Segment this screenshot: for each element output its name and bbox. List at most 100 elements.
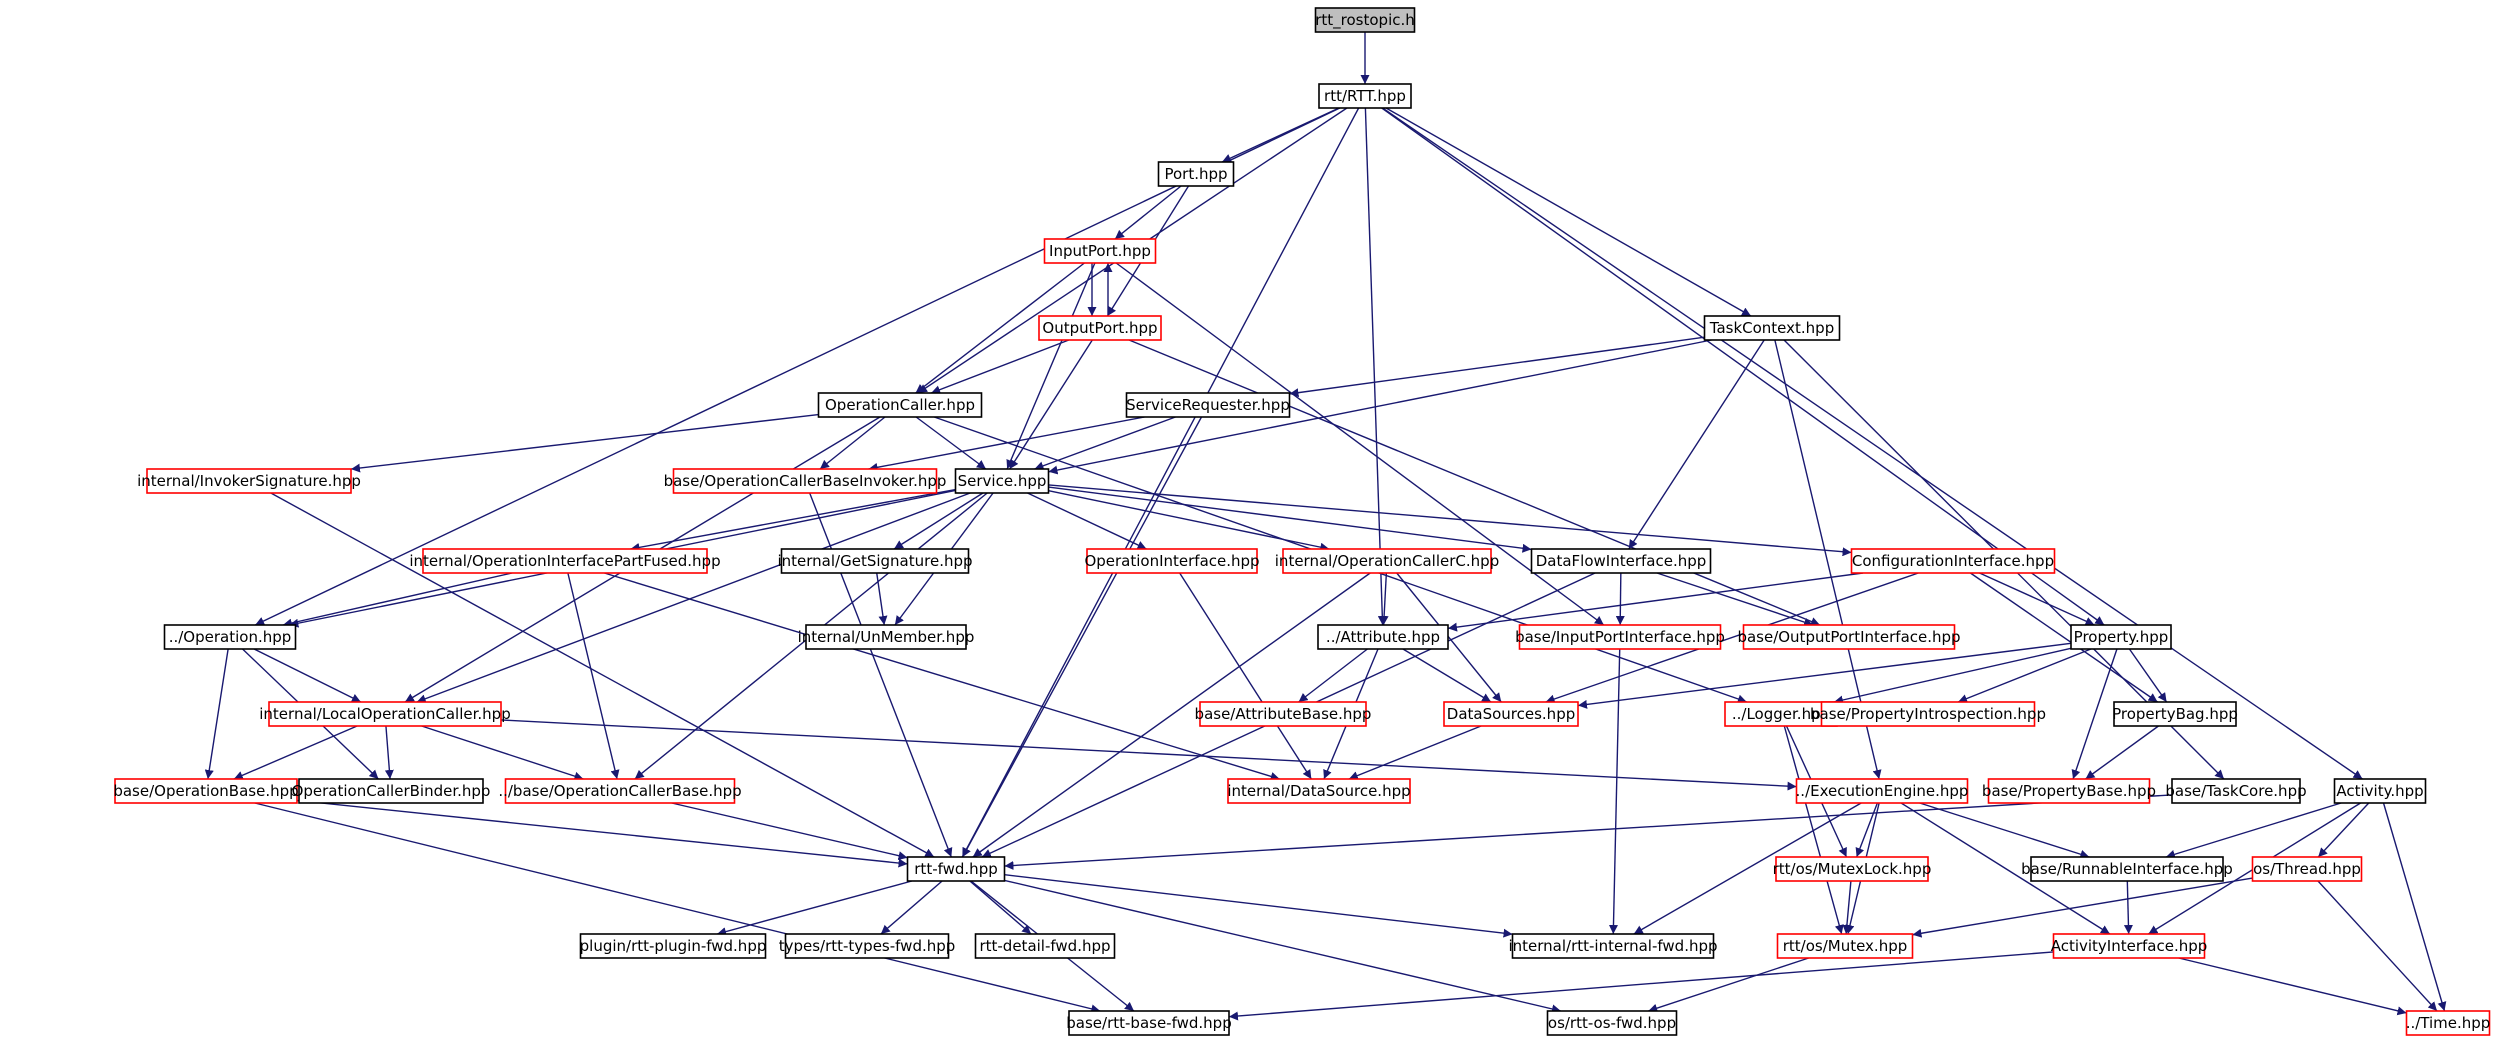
node-logger[interactable]: ../Logger.hpp	[1724, 701, 1838, 727]
node-box[interactable]	[1086, 548, 1258, 574]
node-box[interactable]	[1530, 548, 1712, 574]
node-taskcontext[interactable]: TaskContext.hpp	[1703, 315, 1841, 341]
node-opcallerc[interactable]: internal/OperationCallerC.hpp	[1275, 548, 1499, 574]
node-opcallerbaseinv[interactable]: base/OperationCallerBaseInvoker.hpp	[664, 468, 947, 494]
node-pluginfwd[interactable]: plugin/rtt-plugin-fwd.hpp	[579, 933, 767, 959]
node-taskcore[interactable]: base/TaskCore.hpp	[2165, 778, 2307, 804]
node-box[interactable]	[1282, 548, 1492, 574]
node-box[interactable]	[1443, 701, 1579, 727]
node-mutexlock[interactable]: rtt/os/MutexLock.hpp	[1773, 856, 1932, 882]
node-box[interactable]	[579, 933, 767, 959]
node-box[interactable]	[2113, 701, 2237, 727]
node-activity[interactable]: Activity.hpp	[2333, 778, 2427, 804]
node-box[interactable]	[504, 778, 736, 804]
node-box[interactable]	[954, 468, 1050, 494]
node-box[interactable]	[672, 468, 938, 494]
node-port[interactable]: Port.hpp	[1157, 161, 1235, 187]
node-box[interactable]	[784, 933, 950, 959]
node-outputportiface[interactable]: base/OutputPortInterface.hpp	[1737, 624, 1961, 650]
node-box[interactable]	[1775, 856, 1929, 882]
node-typesfwd[interactable]: types/rtt-types-fwd.hpp	[779, 933, 956, 959]
node-unmember[interactable]: internal/UnMember.hpp	[798, 624, 975, 650]
node-propbase[interactable]: base/PropertyBase.hpp	[1982, 778, 2156, 804]
node-box[interactable]	[974, 933, 1116, 959]
node-box[interactable]	[2251, 856, 2363, 882]
node-property[interactable]: Property.hpp	[2070, 624, 2172, 650]
node-box[interactable]	[1724, 701, 1838, 727]
node-box[interactable]	[2405, 1010, 2491, 1036]
node-box[interactable]	[1820, 701, 2036, 727]
node-box[interactable]	[146, 468, 352, 494]
node-outputport[interactable]: OutputPort.hpp	[1038, 315, 1162, 341]
node-thread[interactable]: os/Thread.hpp	[2251, 856, 2363, 882]
node-opbase[interactable]: base/OperationBase.hpp	[113, 778, 299, 804]
node-box[interactable]	[1317, 624, 1449, 650]
node-inputportiface[interactable]: base/InputPortInterface.hpp	[1515, 624, 1725, 650]
node-box[interactable]	[1157, 161, 1235, 187]
node-runnable[interactable]: base/RunnableInterface.hpp	[2021, 856, 2233, 882]
node-box[interactable]	[163, 624, 297, 650]
node-box[interactable]	[1038, 315, 1162, 341]
node-opcallerbinder[interactable]: OperationCallerBinder.hpp	[292, 778, 491, 804]
node-box[interactable]	[2070, 624, 2172, 650]
node-box[interactable]	[1546, 1010, 1678, 1036]
node-opcaller[interactable]: OperationCaller.hpp	[817, 392, 983, 418]
node-propintro[interactable]: base/PropertyIntrospection.hpp	[1810, 701, 2046, 727]
node-invokersig[interactable]: internal/InvokerSignature.hpp	[137, 468, 361, 494]
node-box[interactable]	[906, 856, 1006, 882]
node-box[interactable]	[1318, 83, 1412, 109]
node-rttfwd[interactable]: rtt-fwd.hpp	[906, 856, 1006, 882]
node-box[interactable]	[2052, 933, 2206, 959]
node-servicereq[interactable]: ServiceRequester.hpp	[1125, 392, 1291, 418]
node-box[interactable]	[817, 392, 983, 418]
node-basefwd[interactable]: base/rtt-base-fwd.hpp	[1066, 1010, 1232, 1036]
node-execengine[interactable]: ../ExecutionEngine.hpp	[1795, 778, 1969, 804]
node-opiface[interactable]: OperationInterface.hpp	[1084, 548, 1260, 574]
node-datasource[interactable]: internal/DataSource.hpp	[1227, 778, 1411, 804]
node-box[interactable]	[114, 778, 298, 804]
node-localopcaller[interactable]: internal/LocalOperationCaller.hpp	[259, 701, 511, 727]
node-box[interactable]	[780, 548, 970, 574]
node-detailfwd[interactable]: rtt-detail-fwd.hpp	[974, 933, 1116, 959]
node-activityiface[interactable]: ActivityInterface.hpp	[2051, 933, 2208, 959]
node-box[interactable]	[2030, 856, 2224, 882]
node-box[interactable]	[1987, 778, 2151, 804]
node-datasources[interactable]: DataSources.hpp	[1443, 701, 1579, 727]
node-operation[interactable]: ../Operation.hpp	[163, 624, 297, 650]
node-time[interactable]: ../Time.hpp	[2405, 1010, 2491, 1036]
node-attributebase[interactable]: base/AttributeBase.hpp	[1195, 701, 1372, 727]
node-inputport[interactable]: InputPort.hpp	[1043, 238, 1157, 264]
node-box[interactable]	[1703, 315, 1841, 341]
node-box[interactable]	[1776, 933, 1914, 959]
node-box[interactable]	[1742, 624, 1956, 650]
node-configiface[interactable]: ConfigurationInterface.hpp	[1850, 548, 2056, 574]
node-box[interactable]	[298, 778, 484, 804]
node-box[interactable]	[1199, 701, 1367, 727]
node-box[interactable]	[1227, 778, 1411, 804]
node-box[interactable]	[1125, 392, 1291, 418]
node-box[interactable]	[268, 701, 502, 727]
node-box[interactable]	[1043, 238, 1157, 264]
node-getsig[interactable]: internal/GetSignature.hpp	[777, 548, 973, 574]
node-internalfwd[interactable]: internal/rtt-internal-fwd.hpp	[1508, 933, 1718, 959]
node-box[interactable]	[1795, 778, 1969, 804]
node-box[interactable]	[422, 548, 708, 574]
node-box[interactable]	[2171, 778, 2301, 804]
node-opcallerbase[interactable]: ../base/OperationCallerBase.hpp	[498, 778, 742, 804]
node-box[interactable]	[1068, 1010, 1230, 1036]
node-rostopic[interactable]: rtt_rostopic.h	[1314, 7, 1416, 33]
node-box[interactable]	[805, 624, 967, 650]
node-dataflow[interactable]: DataFlowInterface.hpp	[1530, 548, 1712, 574]
node-mutex[interactable]: rtt/os/Mutex.hpp	[1776, 933, 1914, 959]
node-rtt[interactable]: rtt/RTT.hpp	[1318, 83, 1412, 109]
node-service[interactable]: Service.hpp	[954, 468, 1050, 494]
node-opifacefused[interactable]: internal/OperationInterfacePartFused.hpp	[409, 548, 721, 574]
node-attribute[interactable]: ../Attribute.hpp	[1317, 624, 1449, 650]
node-box[interactable]	[2333, 778, 2427, 804]
node-box[interactable]	[1511, 933, 1715, 959]
node-osfwd[interactable]: os/rtt-os-fwd.hpp	[1546, 1010, 1678, 1036]
node-box[interactable]	[1314, 7, 1416, 33]
node-propbag[interactable]: PropertyBag.hpp	[2112, 701, 2238, 727]
node-box[interactable]	[1518, 624, 1722, 650]
node-box[interactable]	[1850, 548, 2056, 574]
